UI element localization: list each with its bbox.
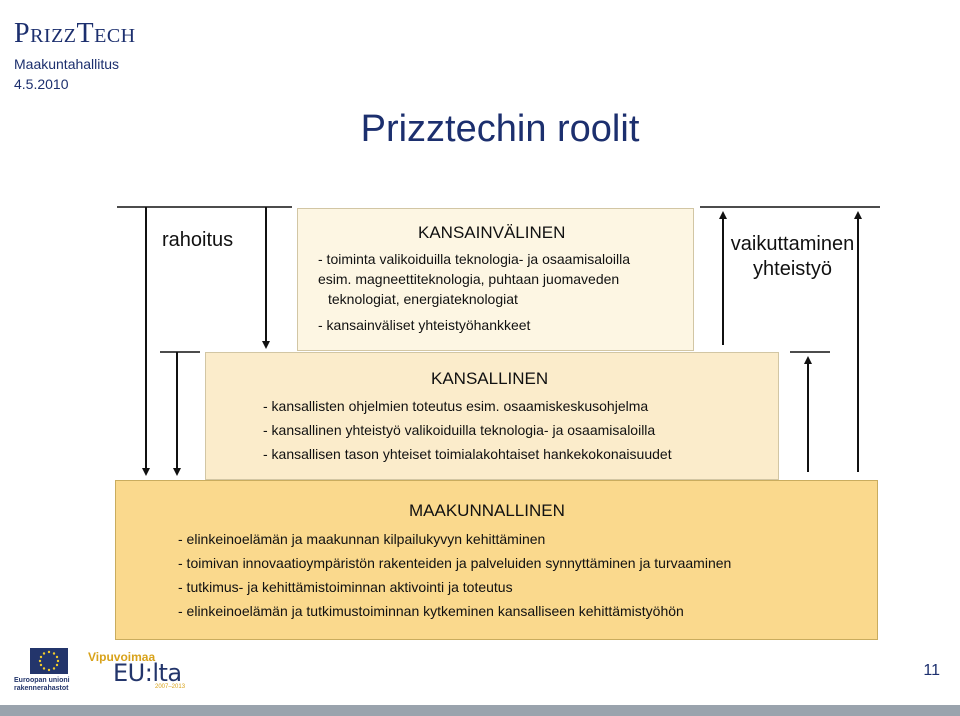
eulta-logo-text: EU:lta [113,659,182,687]
logo-part: ECH [94,25,136,47]
regional-line: - elinkeinoelämän ja tutkimustoiminnan k… [178,603,684,619]
header-subtitle: Maakuntahallitus [14,56,120,72]
footer-bar [0,705,960,716]
logo-part: P [14,18,31,49]
national-line: - kansallisten ohjelmien toteutus esim. … [263,398,649,414]
regional-heading: MAAKUNNALLINEN [409,501,565,520]
international-box: KANSAINVÄLINEN - toiminta valikoiduilla … [297,208,694,351]
influence-label-line2: yhteistyö [753,258,832,280]
header-date: 4.5.2010 [14,76,69,92]
regional-line: - toimivan innovaatioympäristön rakentei… [178,555,732,571]
international-line: teknologiat, energiateknologiat [328,291,518,307]
eu-flag-icon [30,648,68,674]
eu-text-line1: Euroopan unioni [14,677,70,684]
national-line: - kansallinen yhteistyö valikoiduilla te… [263,422,656,438]
international-line: - toiminta valikoiduilla teknologia- ja … [318,251,631,267]
influence-label-line1: vaikuttaminen [730,233,855,255]
page-number: 11 [923,662,940,679]
logo-part: T [76,18,95,49]
vipuvoimaa-logo-text: Vipuvoimaa [88,650,156,664]
eu-funds-text: Euroopan unioni rakennerahastot [14,677,70,694]
international-line: esim. magneettiteknologia, puhtaan juoma… [318,271,620,287]
international-line: - kansainväliset yhteistyöhankkeet [318,317,531,333]
influence-label: vaikuttaminen yhteistyö [730,232,855,282]
regional-line: - elinkeinoelämän ja maakunnan kilpailuk… [178,531,546,547]
regional-box: MAAKUNNALLINEN - elinkeinoelämän ja maak… [115,480,878,640]
eu-text-line2: rakennerahastot [14,685,69,693]
eulta-years: 2007–2013 [155,684,186,690]
prizztech-logo: PRIZZTECH [14,20,136,48]
page-title: Prizztechin roolit [360,108,640,150]
logo-part: RIZZ [30,25,77,47]
international-heading: KANSAINVÄLINEN [418,223,566,242]
regional-line: - tutkimus- ja kehittämistoiminnan aktiv… [178,579,513,595]
national-heading: KANSALLINEN [431,369,549,388]
financing-label: rahoitus [162,229,234,251]
national-box: KANSALLINEN - kansallisten ohjelmien tot… [205,352,779,480]
national-line: - kansallisen tason yhteiset toimialakoh… [263,446,672,462]
